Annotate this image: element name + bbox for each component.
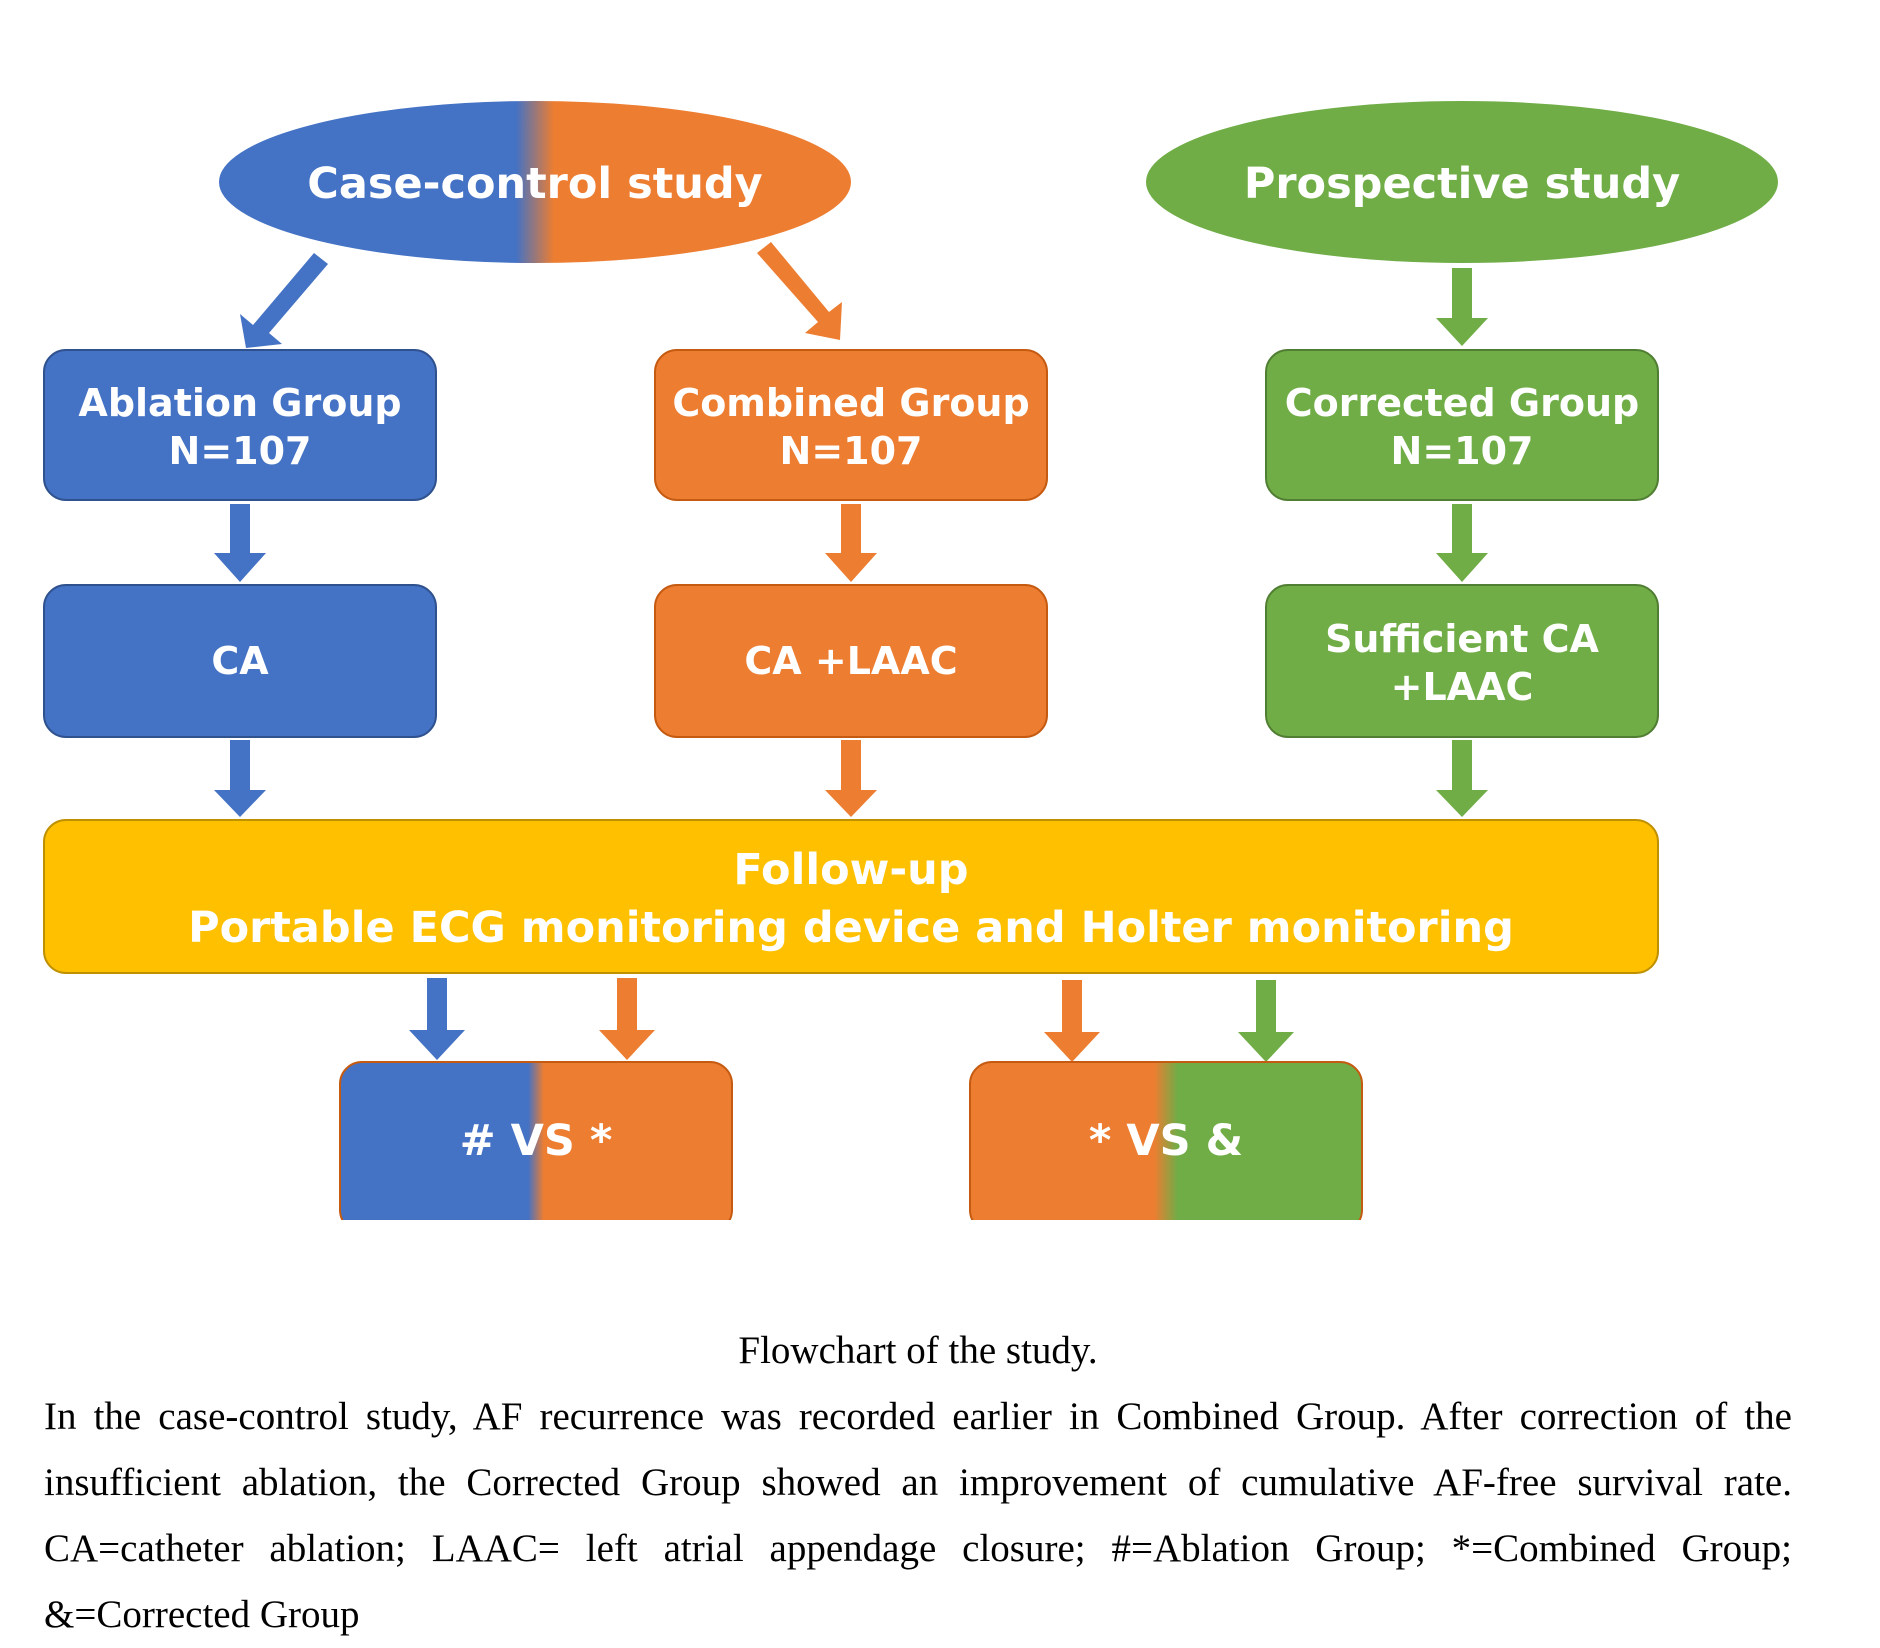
- combined-group-name: Combined Group: [672, 381, 1029, 425]
- arrow-ca-laac-to-followup: [825, 740, 877, 817]
- comparison-combined-vs-corrected-box: [969, 1061, 1363, 1220]
- ablation-group-name: Ablation Group: [78, 381, 401, 425]
- arrow-corrected-to-sufficient: [1436, 504, 1488, 582]
- case-control-label: Case-control study: [307, 159, 762, 209]
- arrow-ca-to-followup: [214, 740, 266, 817]
- comparison-ablation-vs-combined-box: [339, 1061, 733, 1220]
- figure-caption: Flowchart of the study. In the case-cont…: [44, 1318, 1792, 1648]
- caption-body: In the case-control study, AF recurrence…: [44, 1395, 1792, 1636]
- arrow-case-to-ablation: [240, 253, 328, 348]
- followup-method: Portable ECG monitoring device and Holte…: [188, 903, 1514, 953]
- followup-box: [43, 819, 1659, 974]
- arrow-followup-orange-right: [1044, 980, 1100, 1062]
- prospective-label: Prospective study: [1244, 159, 1680, 209]
- combined-group-n: N=107: [780, 429, 923, 473]
- ca-label: CA: [211, 639, 269, 683]
- arrow-followup-orange-left: [599, 978, 655, 1060]
- arrow-case-to-combined: [757, 242, 842, 340]
- corrected-group-n: N=107: [1391, 429, 1534, 473]
- arrow-combined-to-ca-laac: [825, 504, 877, 582]
- ca-laac-label: CA +LAAC: [744, 639, 957, 683]
- ablation-group-n: N=107: [169, 429, 312, 473]
- corrected-group-box: [1265, 349, 1659, 501]
- ca-laac-box: [654, 584, 1048, 738]
- sufficient-ca-laac-box: [1265, 584, 1659, 738]
- combined-group-box: [654, 349, 1048, 501]
- arrow-followup-blue-left: [409, 978, 465, 1060]
- arrow-sufficient-to-followup: [1436, 740, 1488, 817]
- arrow-ablation-to-ca: [214, 504, 266, 582]
- arrow-followup-green-right: [1238, 980, 1294, 1062]
- ablation-group-box: [43, 349, 437, 501]
- sufficient-laac-label: +LAAC: [1391, 665, 1534, 709]
- prospective-ellipse: [1144, 99, 1780, 265]
- comparison-left-label: # VS *: [460, 1116, 613, 1166]
- corrected-group-name: Corrected Group: [1285, 381, 1639, 425]
- sufficient-ca-label: Sufficient CA: [1325, 617, 1599, 661]
- comparison-right-label: * VS &: [1089, 1116, 1243, 1166]
- case-control-ellipse: [217, 99, 853, 265]
- arrow-prospective-to-corrected: [1436, 268, 1488, 346]
- caption-title: Flowchart of the study.: [738, 1329, 1098, 1372]
- ca-box: [43, 584, 437, 738]
- followup-title: Follow-up: [733, 845, 968, 895]
